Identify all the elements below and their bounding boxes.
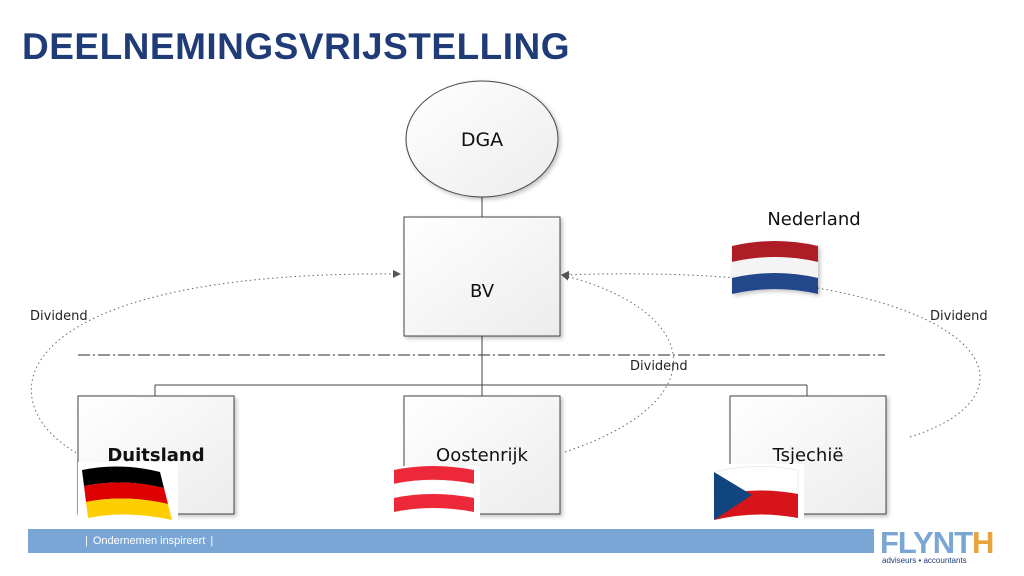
tagline-text: Ondernemen inspireert bbox=[92, 535, 206, 547]
bv-label: BV bbox=[470, 281, 495, 302]
dividend-label-right: Dividend bbox=[930, 309, 988, 324]
netherlands-flag-icon bbox=[732, 241, 818, 294]
tsjechie-label: Tsjechië bbox=[772, 445, 844, 466]
oostenrijk-label: Oostenrijk bbox=[436, 445, 529, 466]
austria-flag-icon bbox=[388, 466, 480, 524]
nederland-label: Nederland bbox=[767, 209, 860, 230]
duitsland-label: Duitsland bbox=[107, 445, 204, 466]
dividend-arc-left bbox=[30, 269, 401, 456]
footer-tagline: |Ondernemen inspireert| bbox=[85, 535, 214, 547]
dividend-arc-middle bbox=[561, 272, 674, 453]
germany-flag-icon bbox=[78, 462, 178, 526]
czech-flag-icon bbox=[708, 464, 804, 526]
page-title: DEELNEMINGSVRIJSTELLING bbox=[22, 26, 571, 67]
bv-node: BV bbox=[403, 216, 561, 337]
dividend-label-middle: Dividend bbox=[630, 359, 688, 374]
dividend-arc-right bbox=[561, 270, 981, 438]
footer-bar bbox=[28, 529, 874, 553]
dividend-label-left: Dividend bbox=[30, 309, 88, 324]
dga-node: DGA bbox=[405, 80, 559, 198]
dga-label: DGA bbox=[461, 129, 503, 151]
logo-subtitle: adviseurs • accountants bbox=[882, 556, 967, 565]
flynth-logo: FLYNTH adviseurs • accountants bbox=[880, 525, 994, 565]
